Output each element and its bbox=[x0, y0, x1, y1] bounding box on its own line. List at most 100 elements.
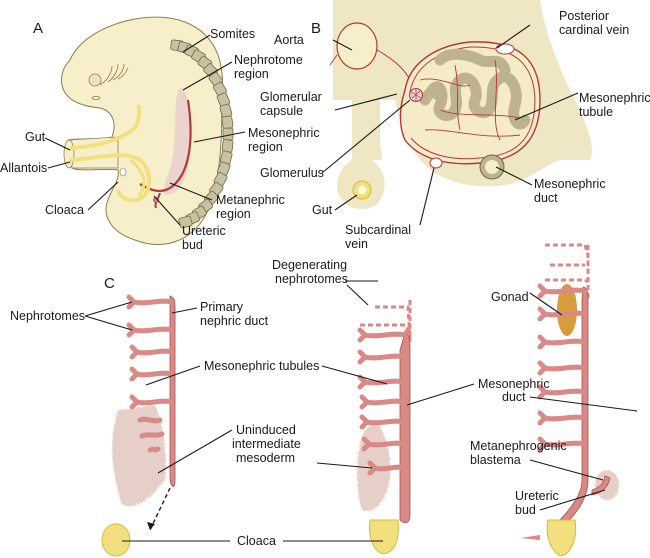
capillaries bbox=[419, 59, 521, 141]
gut-stalk-b bbox=[337, 100, 385, 210]
tubules-c2 bbox=[357, 327, 408, 476]
label-metanephric-region-1: Metanephric bbox=[216, 193, 285, 207]
tubule bbox=[357, 327, 408, 343]
leader-gonad bbox=[529, 292, 563, 316]
gonad bbox=[557, 284, 577, 336]
tubule bbox=[537, 360, 588, 376]
tubule bbox=[537, 410, 588, 426]
panel-b: B Aorta Posterior cardinal ve bbox=[260, 0, 650, 251]
otic-pit bbox=[91, 96, 101, 100]
label-glomerular-capsule-2: capsule bbox=[260, 104, 303, 118]
label-glomerular-capsule-1: Glomerular bbox=[260, 90, 322, 104]
panel-a: A Somites Nephrotome regi bbox=[0, 16, 320, 252]
stage-metanephros bbox=[520, 243, 619, 557]
cloaca-c3 bbox=[546, 519, 577, 557]
panel-c: C bbox=[10, 243, 638, 557]
stalk-end bbox=[63, 139, 75, 169]
label-mesonephric-region-1: Mesonephric bbox=[248, 126, 320, 140]
label-ureteric-bud-a-2: bud bbox=[182, 238, 203, 252]
branchial-arches bbox=[99, 63, 129, 86]
leader-glomerular-capsule bbox=[334, 93, 398, 111]
label-posterior-cardinal-2: cardinal vein bbox=[559, 23, 629, 37]
tubule bbox=[126, 294, 175, 310]
label-mesonephric-tubules: Mesonephric tubules bbox=[204, 359, 319, 373]
tubule bbox=[359, 394, 408, 410]
label-blastema-1: Metanephrogenic bbox=[470, 439, 567, 453]
leader-gut bbox=[44, 137, 71, 151]
stage-mesonephros bbox=[357, 300, 412, 555]
leader-nephrotome bbox=[182, 61, 233, 91]
leader-cloaca-a bbox=[87, 181, 119, 211]
label-degenerating-1: Degenerating bbox=[272, 258, 347, 272]
glomerulus-loops bbox=[410, 89, 422, 101]
leader-somites bbox=[182, 34, 211, 53]
label-ureteric-bud-c-2: bud bbox=[515, 503, 536, 517]
tubule bbox=[357, 374, 408, 390]
leader-aorta bbox=[332, 39, 353, 51]
tubule bbox=[367, 460, 408, 476]
tubule bbox=[129, 394, 175, 410]
label-blastema-2: blastema bbox=[470, 453, 521, 467]
label-ureteric-bud-c-1: Ureteric bbox=[515, 489, 559, 503]
tubule bbox=[537, 436, 588, 452]
panel-a-letter: A bbox=[33, 20, 43, 37]
somites bbox=[170, 39, 234, 229]
cloaca-stub bbox=[520, 535, 540, 540]
leader-mesonephric-region bbox=[193, 131, 246, 143]
leader-uninduced-c2 bbox=[316, 462, 373, 469]
leader-mesonephric-duct-c2 bbox=[406, 383, 475, 406]
subcardinal-vein bbox=[429, 157, 443, 169]
posterior-cardinal-vein bbox=[495, 43, 515, 55]
label-uninduced-2: intermediate bbox=[232, 437, 301, 451]
leader-ureteric-bud bbox=[153, 195, 181, 226]
cloacal-pit bbox=[119, 167, 127, 177]
leader-gut-b bbox=[334, 194, 358, 211]
label-primary-duct-1: Primary bbox=[200, 300, 244, 314]
hindgut bbox=[129, 158, 146, 198]
leader-mesonephric-tubule bbox=[514, 92, 579, 121]
label-mesonephric-duct-b-2: duct bbox=[534, 191, 558, 205]
label-gut-a: Gut bbox=[25, 130, 46, 144]
primary-nephric-duct bbox=[169, 295, 176, 488]
arrowhead-icon bbox=[147, 522, 155, 530]
ureteric-bud-c3 bbox=[591, 475, 611, 496]
label-mesonephric-tubule-1: Mesonephric bbox=[579, 91, 650, 105]
tubules-c3 bbox=[537, 283, 588, 452]
mesonephric-duct-c2 bbox=[399, 332, 411, 524]
leader-glomerulus bbox=[321, 99, 411, 174]
leader-nephrotomes-1 bbox=[84, 301, 133, 317]
leader-allantois bbox=[47, 161, 71, 169]
label-posterior-cardinal-1: Posterior bbox=[559, 9, 609, 23]
leader-ureteric-bud-c3 bbox=[539, 489, 606, 511]
somite bbox=[178, 215, 193, 229]
label-mesonephric-tubule-2: tubule bbox=[579, 105, 613, 119]
label-primary-duct-2: nephric duct bbox=[200, 314, 269, 328]
leader-subcardinal bbox=[419, 167, 435, 226]
dashed-growth-arrow bbox=[149, 487, 171, 531]
gut-tube bbox=[69, 104, 142, 150]
tubule-start bbox=[419, 85, 444, 106]
label-nephrotome-2: region bbox=[234, 67, 269, 81]
leader-posterior-cardinal bbox=[496, 24, 531, 49]
tubule bbox=[537, 334, 588, 350]
aorta bbox=[336, 22, 378, 70]
leader-metanephric-region bbox=[169, 182, 213, 201]
leader-tubules-c1 bbox=[145, 365, 201, 386]
label-gut-b: Gut bbox=[312, 203, 333, 217]
tubule bbox=[357, 349, 408, 365]
mesonephric-tubule bbox=[426, 48, 531, 130]
tubule bbox=[359, 414, 408, 430]
leader-primary-duct bbox=[171, 307, 198, 314]
tubule bbox=[537, 384, 588, 400]
cloaca-c2 bbox=[369, 519, 399, 555]
allantois-tube bbox=[69, 153, 152, 203]
label-subcardinal-2: vein bbox=[345, 237, 368, 251]
label-mesonephric-duct-b-1: Mesonephric bbox=[534, 177, 606, 191]
tubule bbox=[129, 344, 175, 360]
leader-mesonephric-duct-b bbox=[495, 166, 533, 186]
tubule bbox=[126, 322, 175, 338]
panel-c-letter: C bbox=[104, 275, 115, 292]
tubules-c1 bbox=[126, 294, 175, 453]
leader-tubules-c2 bbox=[321, 365, 388, 385]
